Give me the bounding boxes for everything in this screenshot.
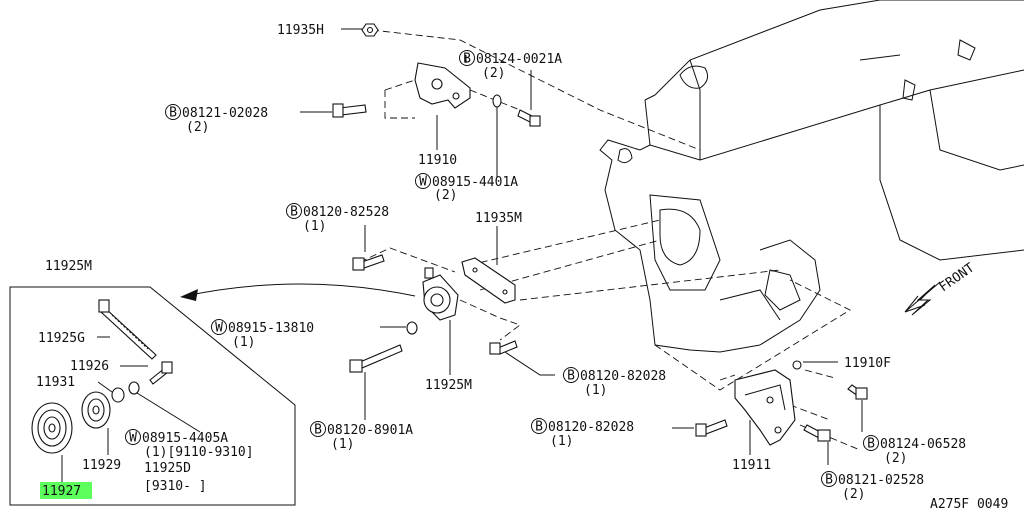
label-08124-0021A-qty: (2) (482, 66, 505, 81)
label-08121-02028[interactable]: 08121-02028 (182, 106, 268, 121)
washer-symbol-letter: W (215, 321, 223, 336)
label-11911[interactable]: 11911 (732, 458, 771, 473)
label-11931[interactable]: 11931 (36, 375, 75, 390)
label-08915-4401A[interactable]: 08915-4401A (432, 175, 518, 190)
label-08124-06528[interactable]: 08124-06528 (880, 437, 966, 452)
symbol-markers: B B B B B B B B W W W (125, 50, 879, 488)
washer-top (492, 94, 502, 108)
bolt-symbol-circle (563, 367, 579, 383)
bolt-82028a (489, 340, 518, 355)
label-11925G[interactable]: 11925G (38, 331, 85, 346)
leader-lines (61, 28, 863, 482)
label-08121-02528[interactable]: 08121-02528 (838, 473, 924, 488)
label-11910[interactable]: 11910 (418, 153, 457, 168)
label-08120-82028-b[interactable]: 08120-82028 (548, 420, 634, 435)
bolt-symbol-letter: B (169, 106, 177, 121)
label-08124-0021A[interactable]: 08124-0021A (476, 52, 562, 67)
bracket-11935M (461, 257, 516, 304)
label-11926[interactable]: 11926 (70, 359, 109, 374)
bolt-symbol-circle (310, 421, 326, 437)
label-08915-13810[interactable]: 08915-13810 (228, 321, 314, 336)
front-indicator: FRONT (904, 260, 978, 316)
label-11925D-range: [9310- ] (144, 479, 207, 494)
label-11910F[interactable]: 11910F (844, 356, 891, 371)
bolt-06528 (847, 384, 868, 400)
bolt-symbol-letter: B (867, 437, 875, 452)
assembly-dashed-lines (359, 29, 861, 451)
bolt-top-right (517, 109, 541, 127)
label-11925D[interactable]: 11925D (144, 461, 191, 476)
bolt-symbol-circle (531, 418, 547, 434)
bolt-top-left (332, 103, 367, 118)
label-08120-82528-qty: (1) (303, 219, 326, 234)
label-08120-82028-a-qty: (1) (584, 383, 607, 398)
washer-symbol-circle (211, 319, 227, 335)
bolt-02528 (803, 424, 831, 442)
bolt-symbol-letter: B (567, 369, 575, 384)
bolt-symbol-circle (459, 50, 475, 66)
bracket-11911 (734, 369, 796, 446)
label-08915-4405A[interactable]: 08915-4405A (142, 431, 228, 446)
washer-symbol-circle (125, 429, 141, 445)
label-08121-02028-qty: (2) (186, 120, 209, 135)
label-11935M[interactable]: 11935M (475, 211, 522, 226)
bolt-symbol-circle (286, 203, 302, 219)
bolt-symbol-letter: B (535, 420, 543, 435)
label-11925M-top[interactable]: 11925M (45, 259, 92, 274)
nut-11935H (361, 23, 379, 37)
detail-box (9, 283, 416, 506)
bolt-82528 (352, 254, 385, 271)
label-11925M-mid[interactable]: 11925M (425, 378, 472, 393)
label-11927[interactable]: 11927 (42, 484, 81, 499)
bracket-11910 (414, 62, 471, 109)
label-08124-06528-qty: (2) (884, 451, 907, 466)
bolt-symbol-letter: B (463, 52, 471, 67)
tensioner-pulley (422, 267, 459, 321)
washer-symbol-letter: W (129, 431, 137, 446)
label-11935H[interactable]: 11935H (277, 23, 324, 38)
washer-symbol-circle (415, 173, 431, 189)
label-08121-02528-qty: (2) (842, 487, 865, 502)
detail-arrow (180, 289, 198, 301)
bolt-symbol-circle (821, 471, 837, 487)
label-08120-82028-b-qty: (1) (550, 434, 573, 449)
washer-symbol-letter: W (419, 175, 427, 190)
bolt-symbol-letter: B (290, 205, 298, 220)
bolt-symbol-circle (165, 104, 181, 120)
bolt-11910F (792, 360, 802, 370)
front-label: FRONT (937, 260, 978, 295)
label-11929[interactable]: 11929 (82, 458, 121, 473)
bolt-symbol-letter: B (825, 473, 833, 488)
label-08915-4405A-qty: (1)[9110-9310] (144, 445, 254, 460)
label-08120-8901A-qty: (1) (331, 437, 354, 452)
label-08915-4401A-qty: (2) (434, 188, 457, 203)
highlight-11927 (40, 482, 92, 499)
bolt-symbol-letter: B (314, 423, 322, 438)
engine-block (599, 0, 1024, 353)
label-08120-82528[interactable]: 08120-82528 (303, 205, 389, 220)
bolt-8901A (349, 344, 403, 373)
label-08915-13810-qty: (1) (232, 335, 255, 350)
part-labels: 11935H 08124-0021A (2) 08121-02028 (2) 1… (36, 23, 1008, 512)
bolt-82028b (695, 419, 728, 437)
washer-13810 (406, 321, 418, 335)
reference-code: A275F 0049 (930, 497, 1008, 512)
bolt-symbol-circle (863, 435, 879, 451)
label-08120-8901A[interactable]: 08120-8901A (327, 423, 413, 438)
label-08120-82028-a[interactable]: 08120-82028 (580, 369, 666, 384)
